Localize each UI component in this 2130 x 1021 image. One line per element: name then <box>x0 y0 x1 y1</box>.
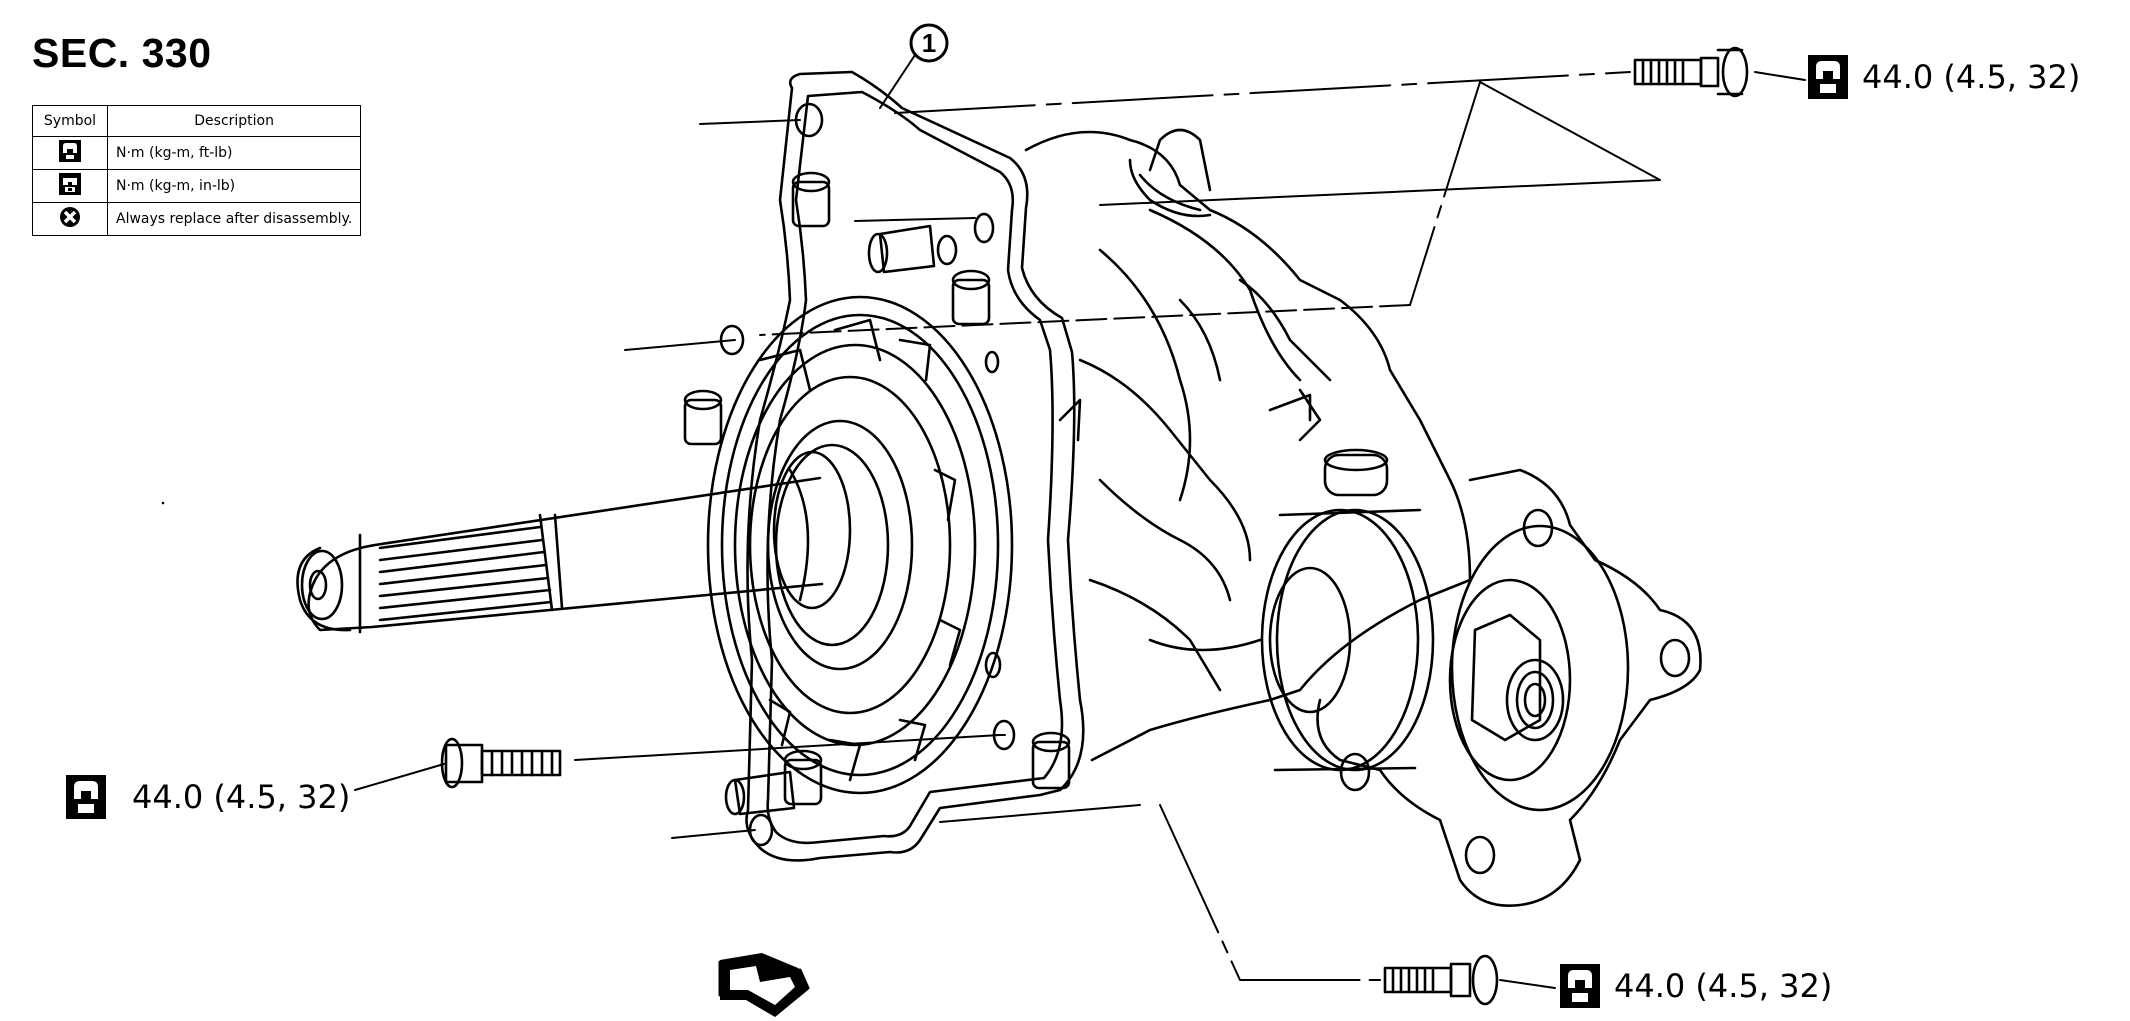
legend-row: N·m (kg-m, ft-lb) <box>32 136 362 170</box>
plate-bolts <box>683 171 1071 816</box>
transfer-case-body <box>1024 128 1472 762</box>
rear-housing <box>1260 508 1435 772</box>
always-replace-icon <box>32 202 108 236</box>
torque-wrench-icon <box>1808 55 1848 99</box>
assembly-lines <box>354 54 1806 989</box>
legend-description: Always replace after disassembly. <box>106 202 362 236</box>
legend-header-description: Description <box>106 105 362 137</box>
legend-header-symbol: Symbol <box>32 105 108 137</box>
torque-wrench-icon <box>1560 964 1600 1008</box>
torque-wrench-inlb-icon <box>32 169 108 203</box>
legend-row: N·m (kg-m, in-lb) <box>32 169 362 203</box>
part-ref-number: 1 <box>909 23 949 63</box>
legend-description: N·m (kg-m, ft-lb) <box>106 136 362 170</box>
torque-spec-bottom-right: 44.0 (4.5, 32) <box>1614 967 1833 1005</box>
companion-flange <box>1316 468 1702 907</box>
bolt-left <box>440 737 562 789</box>
front-flange <box>706 295 1014 795</box>
input-shaft <box>296 476 824 634</box>
adapter-plate <box>719 70 1085 862</box>
torque-wrench-icon <box>66 775 106 819</box>
legend-description: N·m (kg-m, in-lb) <box>106 169 362 203</box>
torque-spec-left: 44.0 (4.5, 32) <box>132 778 351 816</box>
bolt-bottom-right <box>1383 954 1499 1006</box>
torque-spec-top-right: 44.0 (4.5, 32) <box>1862 58 2081 96</box>
legend-header-row: Symbol Description <box>32 105 362 137</box>
svg-text:1: 1 <box>922 28 936 58</box>
section-title: SEC. 330 <box>32 30 212 76</box>
legend-row: Always replace after disassembly. <box>32 202 362 236</box>
bolt-top-right <box>1633 46 1749 98</box>
symbol-legend-table: Symbol Description N·m (kg-m, ft-lb) N·m… <box>32 105 362 236</box>
torque-wrench-icon <box>32 136 108 170</box>
